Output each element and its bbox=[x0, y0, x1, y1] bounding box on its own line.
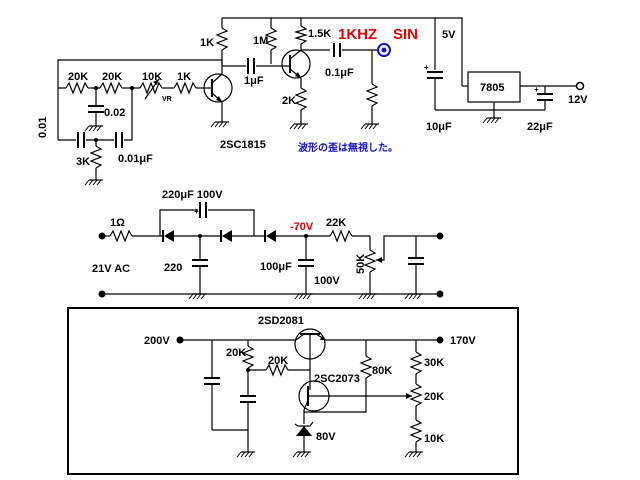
resistor-10k bbox=[409, 419, 423, 443]
label-c-0-01: 0.01 bbox=[37, 117, 49, 138]
label-zener: 80V bbox=[316, 431, 336, 443]
resistor-output-load bbox=[365, 83, 379, 107]
label-r-1k-top: 1K bbox=[200, 37, 214, 49]
label-r-20k-top: 20K bbox=[226, 347, 246, 359]
zener-diode bbox=[296, 426, 312, 436]
label-c-220-100v: 220μF 100V bbox=[162, 189, 223, 201]
resistor-2k bbox=[294, 87, 308, 111]
label-ic: 7805 bbox=[480, 82, 504, 94]
resistor-20k-top bbox=[241, 345, 255, 369]
hv-frame bbox=[67, 307, 519, 475]
label-r-2k: 2K bbox=[282, 95, 296, 107]
label-r-1k5: 1.5K bbox=[308, 28, 331, 40]
osc-supply-rail bbox=[222, 17, 463, 75]
label-v5: 5V bbox=[442, 29, 456, 41]
diode-1 bbox=[164, 230, 174, 242]
resistor-22k bbox=[329, 229, 353, 243]
label-r-3k: 3K bbox=[76, 156, 90, 168]
label-c-out: 22μF bbox=[527, 121, 553, 133]
label-r-1k-base: 1K bbox=[177, 71, 191, 83]
label-r-20k-div: 20K bbox=[424, 391, 444, 403]
resistor-20k-a bbox=[65, 81, 89, 95]
label-c-0-02: 0.02 bbox=[104, 107, 125, 119]
transistor-stage2 bbox=[281, 49, 311, 79]
label-v-out: 170V bbox=[450, 335, 476, 347]
label-r-1ohm: 1Ω bbox=[110, 217, 125, 229]
label-r-1m: 1M bbox=[253, 35, 268, 47]
hv-regulator-circuit: 2SD2081 200V 170V 20K 20K bbox=[67, 307, 519, 475]
label-transistor: 2SC1815 bbox=[220, 139, 266, 151]
output-terminal-dot bbox=[381, 47, 387, 53]
potentiometer-50k bbox=[363, 249, 377, 273]
resistor-80k bbox=[359, 355, 373, 379]
label-r-30k: 30K bbox=[424, 357, 444, 369]
resistor-1k-base bbox=[173, 81, 197, 95]
resistor-1k5 bbox=[293, 25, 309, 45]
terminal-12v bbox=[575, 81, 585, 91]
label-v-neg70: -70V bbox=[290, 221, 314, 233]
oscillator-circuit: 1K 1M 1.5K 1μF 2K bbox=[37, 17, 463, 186]
label-freq: 1KHZ bbox=[338, 26, 377, 43]
label-r-10k: 10K bbox=[424, 433, 444, 445]
resistor-30k bbox=[409, 351, 423, 375]
label-vr-10k: 10K bbox=[142, 71, 162, 83]
diode-2 bbox=[222, 230, 232, 242]
label-r-22k: 22K bbox=[326, 217, 346, 229]
label-r-20k-a: 20K bbox=[68, 71, 88, 83]
label-c-100uf: 100μF bbox=[260, 261, 292, 273]
label-v12: 12V bbox=[568, 94, 588, 106]
osc-feedback-loop bbox=[57, 59, 223, 89]
label-c-in: 10μF bbox=[426, 121, 452, 133]
label-q2: 2SC2073 bbox=[314, 373, 360, 385]
potentiometer-10k bbox=[139, 81, 163, 95]
regulator-circuit: 5V + 10μF 7805 12V + 22μF bbox=[424, 18, 588, 133]
potentiometer-20k bbox=[409, 383, 423, 407]
svg-text:+: + bbox=[424, 63, 429, 72]
label-c-220: 220 bbox=[164, 262, 182, 274]
label-vr-tag: VR bbox=[162, 96, 172, 103]
label-r-20k-mid: 20K bbox=[268, 355, 288, 367]
diode-3 bbox=[266, 230, 276, 242]
svg-text:+: + bbox=[194, 207, 199, 216]
resistor-20k-mid bbox=[265, 363, 289, 377]
resistor-1m bbox=[264, 27, 278, 51]
power-supply-circuit: 220μF 100V + 1Ω 21V AC -70V 220 bbox=[92, 189, 444, 300]
label-q1: 2SD2081 bbox=[258, 315, 304, 327]
label-v-in: 200V bbox=[144, 335, 170, 347]
label-r-80k: 80K bbox=[372, 365, 392, 377]
resistor-1ohm bbox=[109, 229, 133, 243]
resistor-1k-collector bbox=[215, 27, 229, 51]
label-vr-50k: 50K bbox=[355, 254, 367, 274]
terminal-ac-return bbox=[98, 290, 106, 298]
resistor-3k bbox=[89, 145, 103, 169]
resistor-20k-b bbox=[99, 81, 123, 95]
label-c-1uf: 1μF bbox=[244, 75, 264, 87]
terminal-out-top bbox=[436, 232, 444, 240]
label-r-20k-b: 20K bbox=[102, 71, 122, 83]
label-v-in-ac: 21V AC bbox=[92, 263, 130, 275]
note-distortion: 波形の歪は無視した。 bbox=[298, 141, 398, 154]
label-c-0-01uf: 0.01μF bbox=[118, 153, 153, 165]
label-wave: SIN bbox=[393, 26, 418, 43]
terminal-out-bottom bbox=[436, 290, 444, 298]
label-c-0-1uf-out: 0.1μF bbox=[325, 67, 354, 79]
label-c-100v: 100V bbox=[314, 275, 340, 287]
svg-text:+: + bbox=[534, 85, 539, 94]
